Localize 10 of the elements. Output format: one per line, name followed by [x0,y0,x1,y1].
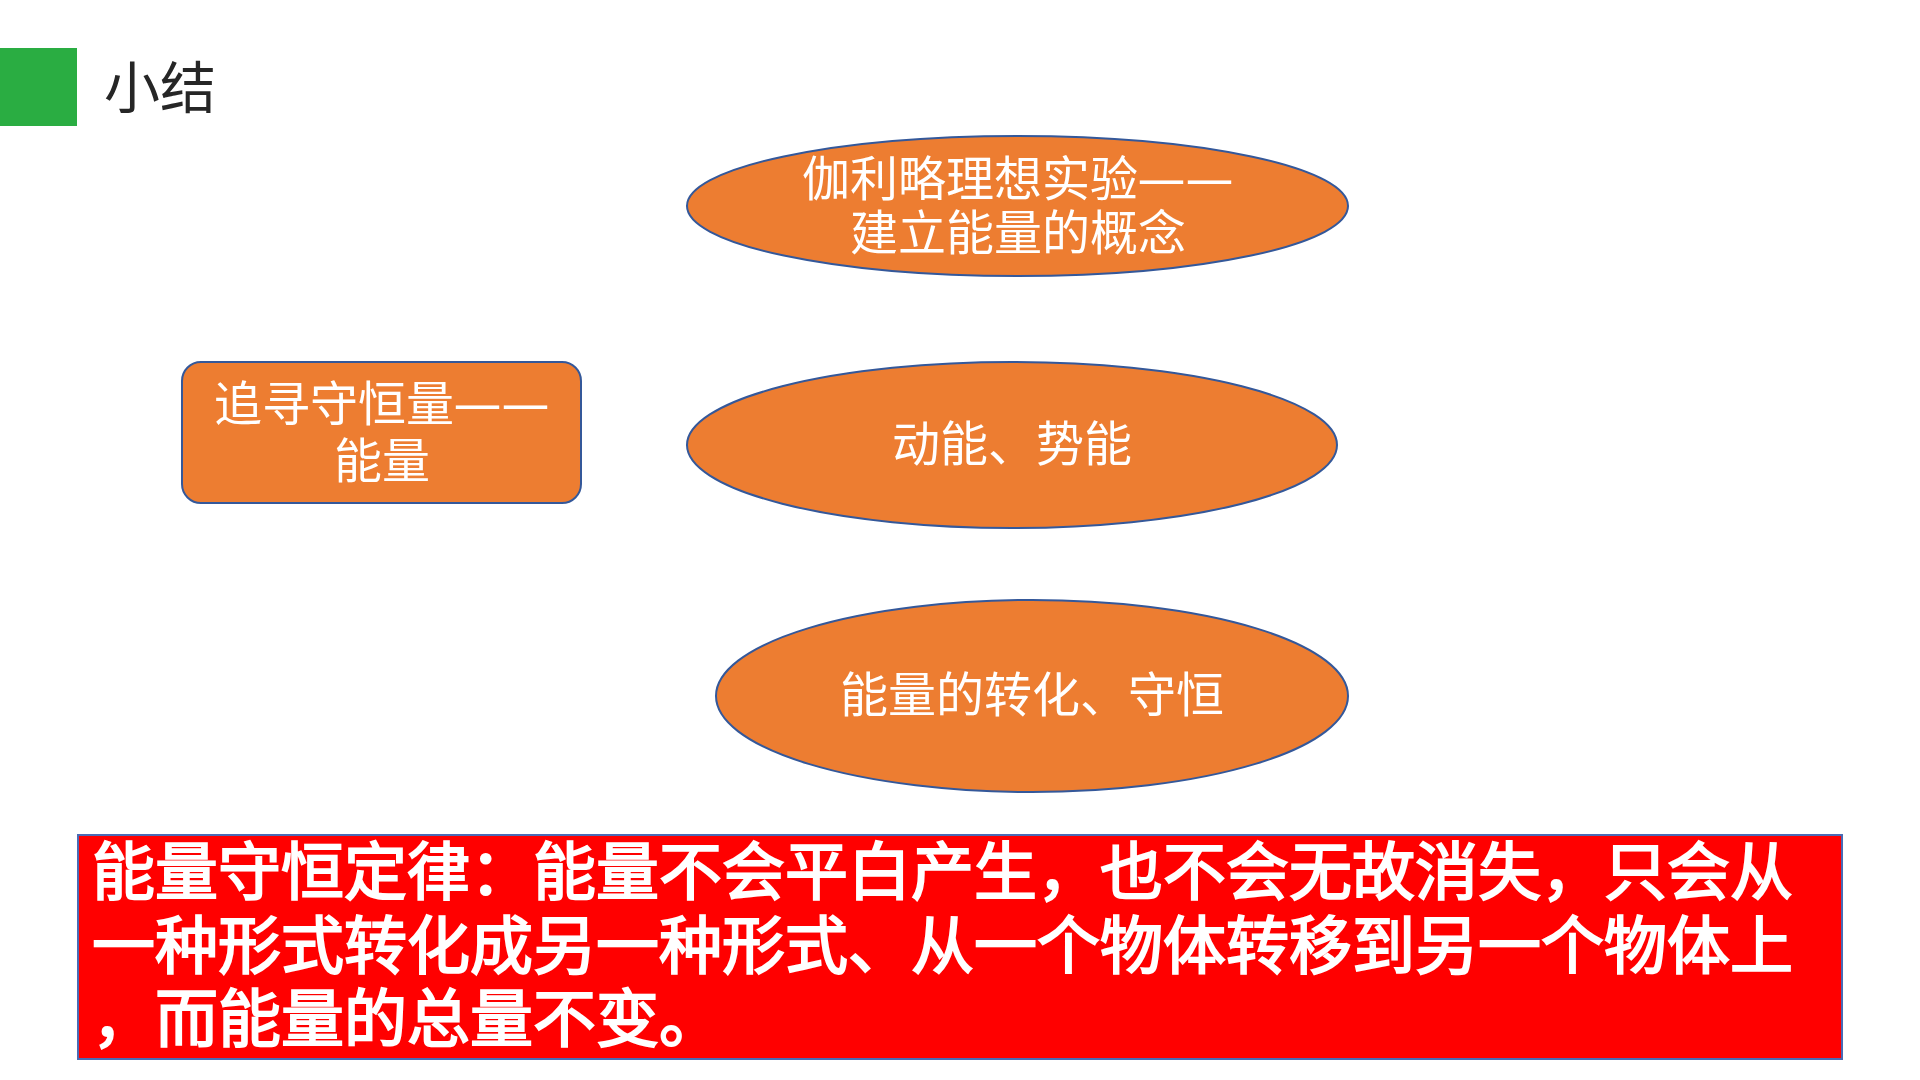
oval-shape [686,135,1349,277]
oval-shape [715,599,1349,793]
node-label: 伽利略理想实验——建立能量的概念 [800,151,1235,261]
oval-shape [686,361,1338,529]
law-statement: 能量守恒定律：能量不会平白产生，也不会无故消失，只会从一种形式转化成另一种形式、从一个物体转移到另一个物体上，而能量的总量不变。 [92,836,1794,1058]
node-label: 能量的转化、守恒 [840,668,1224,724]
rounded-box [181,361,582,504]
node-label: 动能、势能 [892,417,1132,473]
slide-title: 小结 [104,61,216,117]
node-label: 追寻守恒量——能量 [212,376,551,489]
